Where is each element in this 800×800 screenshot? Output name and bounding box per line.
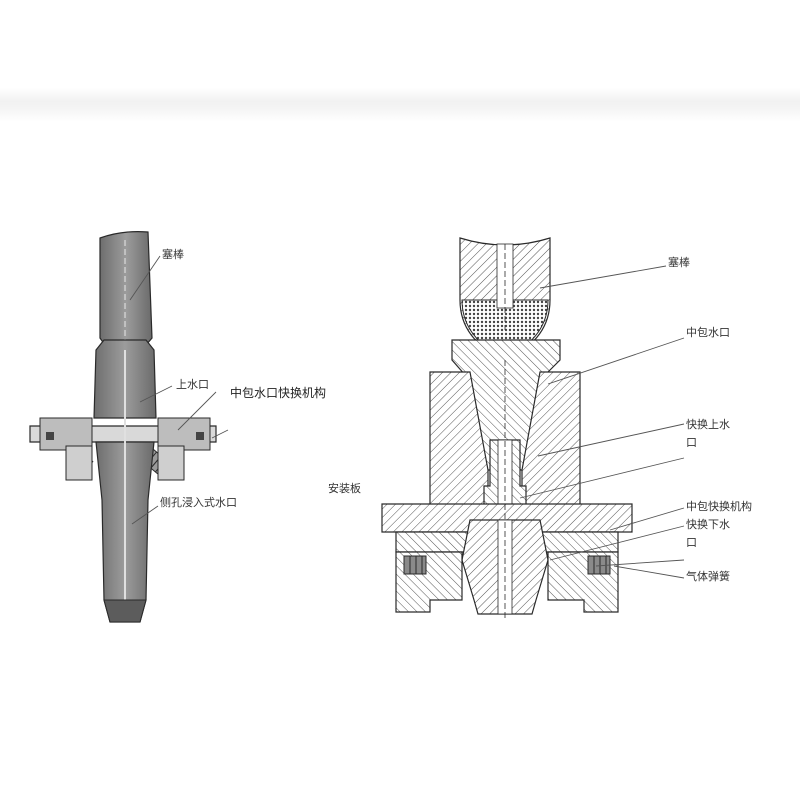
right-figure <box>381 237 685 620</box>
label-right-tundish-qc-mechanism: 中包快换机构 <box>686 500 752 513</box>
label-left-stopper-rod: 塞棒 <box>162 248 184 261</box>
label-right-stopper-rod: 塞棒 <box>668 256 690 269</box>
label-right-quick-change-upper-1: 快换上水 <box>686 418 730 431</box>
left-nozzle-tip <box>103 599 147 623</box>
right-mounting-plate <box>381 503 633 533</box>
left-figure <box>29 231 229 623</box>
left-lower-housing <box>65 445 185 481</box>
label-right-tundish-nozzle: 中包水口 <box>686 326 730 339</box>
label-mounting-plate: 安装板 <box>328 482 361 495</box>
scan-band <box>0 88 800 122</box>
label-right-quick-change-lower-2: 口 <box>686 536 697 549</box>
left-flange-right-block <box>157 417 211 451</box>
right-gas-spring-left <box>403 555 427 575</box>
label-right-gas-spring: 气体弹簧 <box>686 570 730 583</box>
label-left-upper-nozzle: 上水口 <box>176 378 209 391</box>
label-left-submerged-nozzle: 侧孔浸入式水口 <box>160 496 237 509</box>
left-bolt-2 <box>196 432 204 440</box>
left-leaders <box>129 255 229 525</box>
label-right-quick-change-upper-2: 口 <box>686 436 697 449</box>
label-left-quick-change-mechanism: 中包水口快换机构 <box>230 386 327 400</box>
right-leaders <box>519 265 685 579</box>
label-right-quick-change-lower-1: 快换下水 <box>686 518 730 531</box>
right-base-frame <box>395 551 619 613</box>
left-bolt-1 <box>46 432 54 440</box>
left-stopper-rod <box>99 231 153 353</box>
